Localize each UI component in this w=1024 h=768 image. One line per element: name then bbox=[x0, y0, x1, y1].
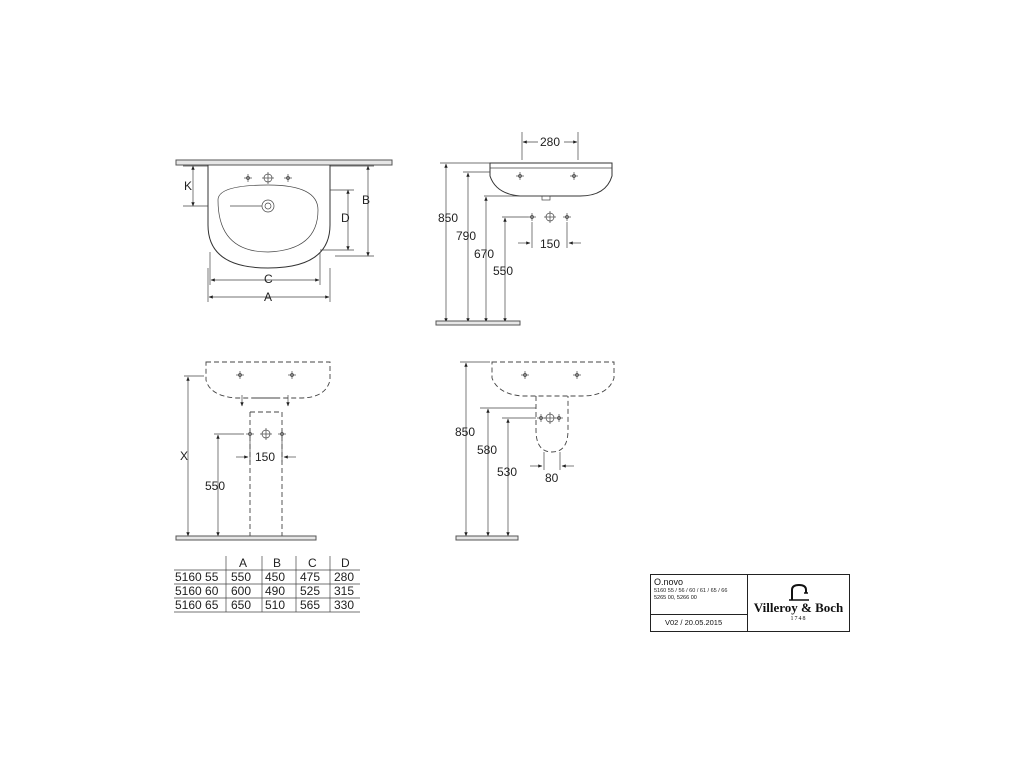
basin-outline bbox=[207, 165, 331, 269]
faucet-logo-icon bbox=[788, 583, 809, 601]
table-cell: 5160 55 bbox=[175, 570, 219, 584]
dim-d-label: D bbox=[341, 211, 350, 225]
size-table: A B C D 5160 55 550 450 475 280 5160 60 … bbox=[174, 556, 360, 613]
product-name: O.novo bbox=[654, 577, 684, 587]
version-date: V02 / 20.05.2015 bbox=[665, 618, 723, 627]
basin-outline-dashed bbox=[205, 361, 331, 399]
dim-150-label: 150 bbox=[255, 450, 275, 464]
dim-x-label: X bbox=[180, 449, 188, 463]
table-cell: 510 bbox=[265, 598, 285, 612]
basin-profile-dashed bbox=[491, 361, 615, 397]
dim-580-label: 580 bbox=[477, 443, 497, 457]
table-cell: 315 bbox=[334, 584, 354, 598]
dim-850-label: 850 bbox=[438, 211, 458, 225]
product-codes-line-2: 5265 00, 5266 00 bbox=[654, 595, 697, 601]
product-codes-line-1: 5160 55 / 56 / 60 / 61 / 65 / 66 bbox=[654, 588, 728, 594]
brand-year: 1748 bbox=[790, 616, 807, 622]
dim-670-label: 670 bbox=[474, 247, 494, 261]
title-block-info-column: O.novo 5160 55 / 56 / 60 / 61 / 65 / 66 … bbox=[651, 575, 748, 631]
dim-550-label: 550 bbox=[493, 264, 513, 278]
floor-hatch bbox=[435, 320, 521, 326]
table-cell: 550 bbox=[231, 570, 251, 584]
table-cell: 650 bbox=[231, 598, 251, 612]
dim-850-label: 850 bbox=[455, 425, 475, 439]
table-cell: 280 bbox=[334, 570, 354, 584]
dim-530-label: 530 bbox=[497, 465, 517, 479]
pedestal-front-view: X 550 150 bbox=[175, 361, 331, 541]
dim-550-label: 550 bbox=[205, 479, 225, 493]
dim-depth-label: 280 bbox=[540, 135, 560, 149]
washbasin-top-view: K D B C A bbox=[175, 159, 393, 304]
basin-profile bbox=[489, 162, 613, 197]
table-cell: 450 bbox=[265, 570, 285, 584]
table-header-d: D bbox=[341, 556, 350, 570]
table-cell: 5160 60 bbox=[175, 584, 219, 598]
table-header-b: B bbox=[273, 556, 281, 570]
brand-logo-area: Villeroy & Boch 1748 bbox=[748, 575, 849, 631]
table-header-a: A bbox=[239, 556, 247, 570]
drain-hole bbox=[261, 199, 275, 213]
dim-k-label: K bbox=[184, 179, 192, 193]
dim-b-label: B bbox=[362, 193, 370, 207]
basin-bowl bbox=[217, 184, 319, 253]
table-cell: 600 bbox=[231, 584, 251, 598]
washbasin-side-view: 280 850 790 670 550 150 bbox=[435, 132, 613, 326]
table-cell: 565 bbox=[300, 598, 320, 612]
table-cell: 330 bbox=[334, 598, 354, 612]
pedestal-side-view: 850 580 530 80 bbox=[455, 361, 615, 541]
table-cell: 475 bbox=[300, 570, 320, 584]
pedestal-profile bbox=[535, 396, 569, 453]
dim-c-label: C bbox=[264, 272, 273, 286]
brand-name: Villeroy & Boch bbox=[753, 600, 844, 615]
table-cell: 490 bbox=[265, 584, 285, 598]
title-block-product-info: O.novo 5160 55 / 56 / 60 / 61 / 65 / 66 … bbox=[651, 575, 747, 615]
floor-hatch bbox=[175, 535, 317, 541]
title-block: O.novo 5160 55 / 56 / 60 / 61 / 65 / 66 … bbox=[650, 574, 850, 632]
floor-hatch bbox=[455, 535, 519, 541]
table-cell: 525 bbox=[300, 584, 320, 598]
dim-80-label: 80 bbox=[545, 471, 559, 485]
table-cell: 5160 65 bbox=[175, 598, 219, 612]
table-header-c: C bbox=[308, 556, 317, 570]
wall-hatch bbox=[175, 159, 393, 166]
dim-a-label: A bbox=[264, 290, 272, 304]
dim-790-label: 790 bbox=[456, 229, 476, 243]
dim-150-label: 150 bbox=[540, 237, 560, 251]
